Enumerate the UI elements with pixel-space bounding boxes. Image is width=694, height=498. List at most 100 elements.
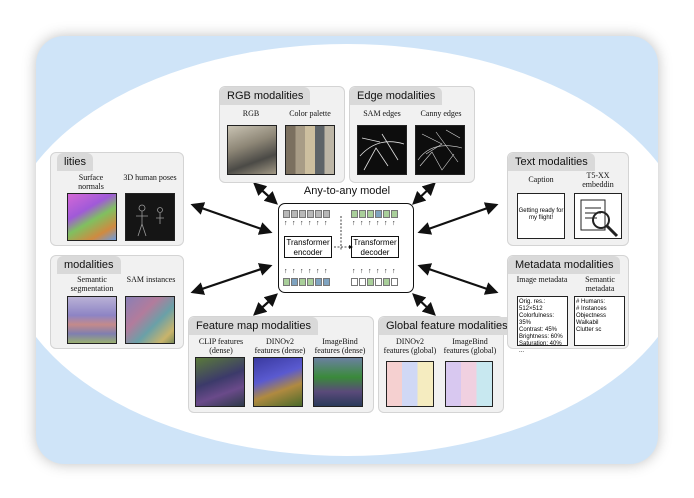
model-arrows — [334, 216, 353, 250]
panel-edge-modalities: Edge modalities SAM edges Canny edges — [349, 86, 475, 183]
arrow-semantic — [190, 263, 273, 295]
token — [383, 278, 390, 286]
up-arrow-icon: ↑ — [368, 268, 372, 275]
rgb-image — [227, 125, 277, 175]
label-sam-instances: SAM instances — [126, 275, 176, 284]
meta-line: Brightness: 60% — [519, 334, 563, 340]
meta-line: Clutter sc — [576, 327, 602, 333]
token — [351, 278, 358, 286]
meta-line: Walkabil — [576, 320, 599, 326]
token — [315, 278, 322, 286]
panel-global-feature-modalities: Global feature modalities DINOv2 feature… — [378, 316, 515, 413]
semantic-segmentation-image — [67, 296, 117, 344]
label-3d-human-poses: 3D human poses — [123, 173, 177, 182]
sam-instances-image — [125, 296, 175, 344]
panel-title: RGB modalities — [220, 87, 311, 105]
meta-line: Objectness — [576, 313, 607, 319]
label-sam-edges: SAM edges — [363, 109, 401, 118]
up-arrow-icon: ↑ — [352, 220, 356, 227]
meta-line: # Humans: — [576, 299, 606, 305]
panel-semantic-modalities: modalities Semantic segmentation SAM ins… — [50, 255, 184, 349]
up-arrow-icon: ↑ — [376, 268, 380, 275]
token — [323, 210, 330, 218]
up-arrow-icon: ↑ — [300, 268, 304, 275]
label-caption: Caption — [528, 175, 554, 184]
up-arrow-icon: ↑ — [392, 220, 396, 227]
token — [307, 210, 314, 218]
up-arrow-icon: ↑ — [300, 220, 304, 227]
panel-metadata-modalities: Metadata modalities Image metadata Seman… — [507, 255, 629, 354]
panel-title: modalities — [57, 256, 121, 274]
label-semantic-segmentation: Semantic segmentation — [70, 275, 114, 293]
label-t5-embedding: T5-XX embeddin — [582, 171, 614, 189]
meta-line: Colorfulness: 35% — [519, 313, 555, 326]
up-arrow-icon: ↑ — [360, 268, 364, 275]
token — [299, 278, 306, 286]
panel-title: Feature map modalities — [189, 317, 318, 335]
panel-title: Text modalities — [508, 153, 595, 171]
imagebind-dense-image — [313, 357, 363, 407]
image-metadata-box: Orig. res.: 512×512 Colorfulness: 35% Co… — [517, 296, 568, 354]
token — [283, 278, 290, 286]
transformer-encoder: Transformer encoder — [284, 236, 332, 258]
token — [375, 278, 382, 286]
dinov2-global-image — [386, 361, 434, 407]
token — [383, 210, 390, 218]
up-arrow-icon: ↑ — [316, 268, 320, 275]
up-arrow-icon: ↑ — [324, 220, 328, 227]
up-arrow-icon: ↑ — [360, 220, 364, 227]
label-canny-edges: Canny edges — [420, 109, 462, 118]
magnifier-icon — [580, 199, 619, 238]
transformer-decoder: Transformer decoder — [351, 236, 399, 258]
token — [291, 210, 298, 218]
panel-text-modalities: Text modalities Caption T5-XX embeddin G… — [507, 152, 629, 246]
token — [359, 278, 366, 286]
label-imagebind-global: ImageBind features (global) — [443, 337, 497, 355]
dinov2-dense-image — [253, 357, 303, 407]
token — [391, 210, 398, 218]
up-arrow-icon: ↑ — [292, 220, 296, 227]
up-arrow-icon: ↑ — [368, 220, 372, 227]
panel-title: Global feature modalities — [379, 317, 515, 335]
t5-embedding-image — [574, 193, 622, 239]
any-to-any-model: Transformer encoder Transformer decoder … — [278, 203, 414, 293]
arrow-feature — [253, 293, 278, 316]
arrow-global — [412, 293, 436, 316]
canny-edges-image — [415, 125, 465, 175]
panel-feature-map-modalities: Feature map modalities CLIP features (de… — [188, 316, 374, 413]
up-arrow-icon: ↑ — [384, 220, 388, 227]
color-palette-image — [285, 125, 335, 175]
arrow-rgb — [253, 182, 278, 205]
panel-title: Metadata modalities — [508, 256, 621, 274]
up-arrow-icon: ↑ — [324, 268, 328, 275]
semantic-metadata-box: # Humans: # Instances Objectness Walkabi… — [574, 296, 625, 346]
up-arrow-icon: ↑ — [316, 220, 320, 227]
arrow-metadata — [417, 263, 499, 295]
token — [359, 210, 366, 218]
panel-title: Edge modalities — [350, 87, 443, 105]
up-arrow-icon: ↑ — [376, 220, 380, 227]
token — [291, 278, 298, 286]
arrow-geometric — [190, 202, 273, 235]
label-surface-normals: Surface normals — [78, 173, 104, 191]
human-poses-image — [125, 193, 175, 241]
token — [391, 278, 398, 286]
panel-geometric-modalities: lities Surface normals 3D human poses — [50, 152, 184, 246]
label-image-metadata: Image metadata — [516, 275, 568, 284]
token — [367, 210, 374, 218]
up-arrow-icon: ↑ — [352, 268, 356, 275]
meta-line: Orig. res.: 512×512 — [519, 299, 546, 312]
token — [307, 278, 314, 286]
label-dinov2-dense: DINOv2 features (dense) — [254, 337, 306, 355]
arrow-edge — [412, 182, 436, 205]
panel-title: lities — [57, 153, 94, 171]
token — [315, 210, 322, 218]
token — [323, 278, 330, 286]
label-imagebind-dense: ImageBind features (dense) — [314, 337, 366, 355]
token — [299, 210, 306, 218]
up-arrow-icon: ↑ — [284, 220, 288, 227]
surface-normals-image — [67, 193, 117, 241]
meta-line: Contrast: 45% — [519, 327, 558, 333]
token — [375, 210, 382, 218]
